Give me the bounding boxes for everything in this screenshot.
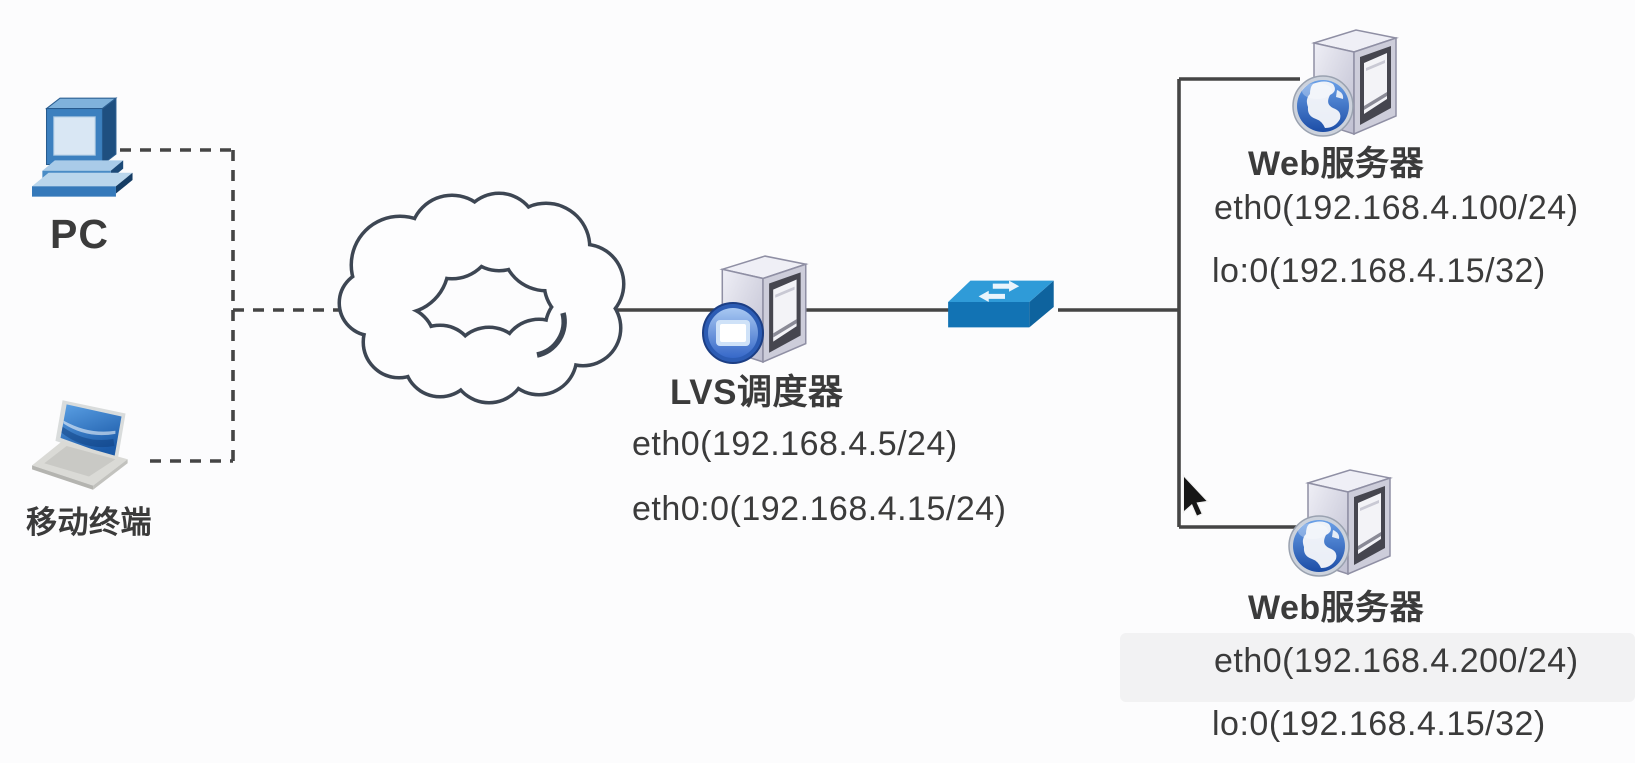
lvs-ip-eth0: eth0(192.168.4.5/24) bbox=[632, 425, 958, 463]
lvs-ip-eth0-0: eth0:0(192.168.4.15/24) bbox=[632, 490, 1007, 528]
web-server-2-icon bbox=[1288, 469, 1391, 577]
globe-badge-icon bbox=[1288, 515, 1350, 577]
pc-desktop-icon bbox=[32, 97, 134, 198]
background-band bbox=[1120, 633, 1635, 702]
mouse-pointer-icon bbox=[1182, 473, 1210, 518]
screen-badge-icon bbox=[702, 302, 764, 364]
web-server-2-eth0: eth0(192.168.4.200/24) bbox=[1214, 642, 1579, 680]
web-server-1-icon bbox=[1292, 29, 1397, 137]
lvs-label: LVS调度器 bbox=[670, 373, 844, 412]
web-server-2-label: Web服务器 bbox=[1248, 589, 1425, 627]
web-server-2-lo0: lo:0(192.168.4.15/32) bbox=[1212, 705, 1546, 743]
internet-cloud-icon bbox=[337, 191, 626, 405]
web-server-1-lo0: lo:0(192.168.4.15/32) bbox=[1212, 252, 1546, 290]
mobile-label: 移动终端 bbox=[26, 505, 152, 540]
globe-badge-icon bbox=[1292, 75, 1354, 137]
mobile-laptop-icon bbox=[32, 400, 128, 490]
cloud-inner-arc bbox=[536, 312, 567, 358]
connection-lines bbox=[120, 77, 1300, 529]
pc-label: PC bbox=[50, 211, 109, 257]
dashed-client-links bbox=[120, 148, 344, 463]
web-server-1-eth0: eth0(192.168.4.100/24) bbox=[1214, 189, 1579, 227]
web-server-1-label: Web服务器 bbox=[1248, 145, 1425, 183]
network-switch-icon bbox=[948, 280, 1054, 328]
lvs-server-icon bbox=[702, 255, 807, 364]
